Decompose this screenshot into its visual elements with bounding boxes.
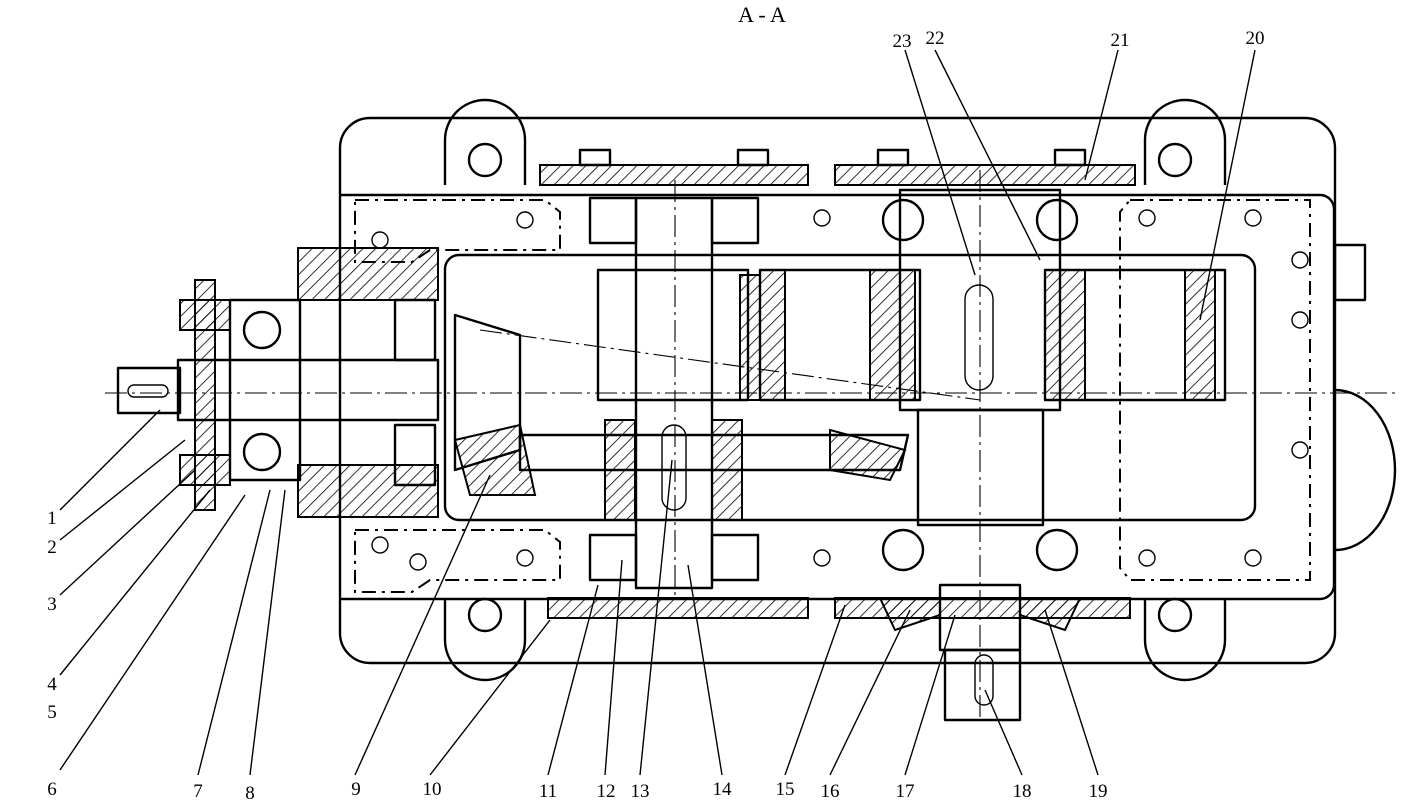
callout-11: 11 [539,781,557,802]
callout-13: 13 [631,781,650,802]
mounting-lugs [443,98,1227,682]
callout-10: 10 [423,779,442,800]
callout-20: 20 [1246,28,1265,49]
callout-23: 23 [893,31,912,52]
callout-labels: 1 2 3 4 5 6 7 8 9 10 11 12 13 14 15 16 1… [47,28,1264,803]
input-shaft-assembly [116,247,537,518]
center-lines [105,170,1400,720]
callout-7: 7 [193,781,203,802]
callout-1: 1 [47,508,57,529]
output-shaft-assembly [758,188,1397,722]
callout-18: 18 [1013,781,1032,802]
callout-2: 2 [47,537,57,558]
callout-17: 17 [896,781,915,802]
callout-9: 9 [351,779,361,800]
section-title: A - A [738,2,786,27]
callout-16: 16 [821,781,840,802]
bearing-caps [539,148,1136,619]
callout-21: 21 [1111,30,1130,51]
intermediate-shaft-assembly [518,196,910,590]
callout-22: 22 [926,28,945,49]
callout-4: 4 [47,674,57,695]
bolt-holes [371,209,1309,571]
callout-5: 5 [47,702,57,723]
callout-15: 15 [776,779,795,800]
callout-19: 19 [1089,781,1108,802]
callout-6: 6 [47,779,57,800]
callout-12: 12 [597,781,616,802]
callout-14: 14 [713,779,733,800]
leader-lines [59,49,1256,776]
callout-3: 3 [47,594,57,615]
callout-8: 8 [245,783,255,803]
